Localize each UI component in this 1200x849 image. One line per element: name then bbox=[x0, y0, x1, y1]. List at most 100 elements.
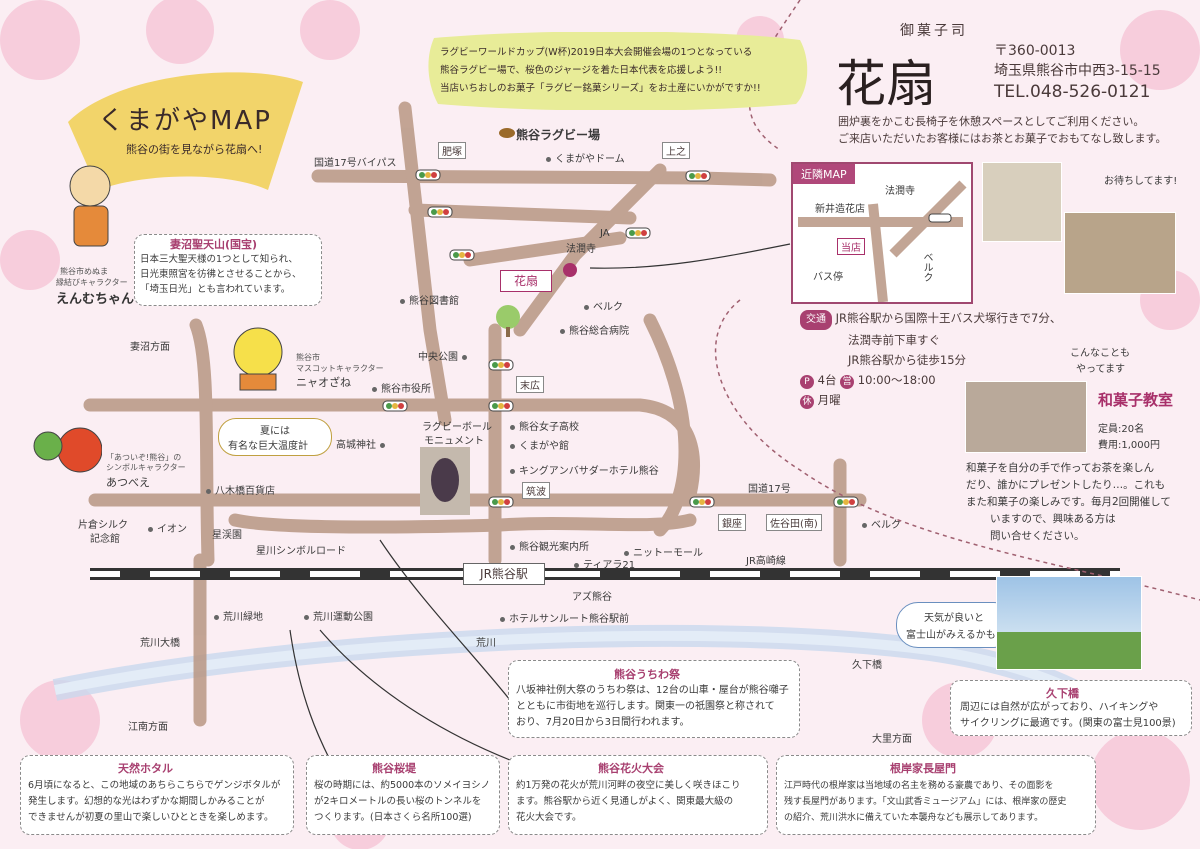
label-belc: ベルク bbox=[584, 298, 623, 313]
nearby-hojunji: 法潤寺 bbox=[885, 186, 915, 197]
label-hoshikawa-road: 星川シンボルロード bbox=[256, 546, 346, 557]
bubble-line-2: 熊谷ラグビー場で、桜色のジャージを着た日本代表を応援しよう!! bbox=[440, 65, 723, 76]
map-shop-logo: 花扇 bbox=[500, 270, 552, 292]
label-tsukuba: 筑波 bbox=[522, 482, 550, 499]
label-ja-text: JA bbox=[600, 228, 610, 239]
hotaru-body: 6月頃になると、この地域のあちらこちらでゲンジボタルが 発生します。幻想的な光は… bbox=[28, 778, 290, 826]
class-photo bbox=[965, 381, 1087, 453]
menuma-line-3: 「埼玉日光」とも言われています。 bbox=[140, 284, 291, 295]
uchiwa-title: 熊谷うちわ祭 bbox=[614, 668, 680, 681]
label-tourist: 熊谷観光案内所 bbox=[510, 538, 589, 553]
sakura-line-2: が2キロメートルの長い桜のトンネルを bbox=[314, 796, 482, 807]
sakura-body: 桜の時期には、約5000本のソメイヨシノ が2キロメートルの長い桜のトンネルを … bbox=[314, 778, 498, 826]
hotaru-title: 天然ホタル bbox=[118, 762, 173, 775]
class-description: 和菓子を自分の手で作ってお茶を楽しん だり、誰かにプレゼントしたり…。これも ま… bbox=[966, 460, 1190, 545]
label-monument-2: モニュメント bbox=[424, 436, 484, 447]
label-sunroute-text: ホテルサンルート熊谷駅前 bbox=[509, 614, 629, 625]
nyaozane-tag-1: 熊谷市 bbox=[296, 353, 320, 362]
hours-text: 10:00～18:00 bbox=[857, 373, 936, 387]
label-city-hall-text: 熊谷市役所 bbox=[381, 384, 431, 395]
kuge-card bbox=[950, 680, 1192, 736]
label-hizuka: 肥塚 bbox=[438, 142, 466, 159]
enmu-tag-2: 縁結びキャラクター bbox=[56, 278, 128, 287]
negishi-line-2: 残す長屋門があります。「文山武香ミュージアム」には、根岸家の歴史 bbox=[784, 797, 1067, 807]
title-fan-shape bbox=[68, 72, 303, 190]
hotaru-line-3: できませんが初夏の里山で楽しいひとときを楽しめます。 bbox=[28, 812, 274, 823]
shop-front-photo bbox=[982, 162, 1062, 242]
enmu-tag-1: 熊谷市めぬま bbox=[60, 267, 108, 276]
page-subtitle: 熊谷の街を見ながら花扇へ! bbox=[126, 143, 263, 156]
nearby-map: 近隣MAP 法潤寺 新井造花店 当店 バス停 ベルク bbox=[791, 162, 973, 304]
shop-postal: 〒360-0013 bbox=[994, 43, 1076, 59]
bubble-line-3: 当店いちおしのお菓子「ラグビー銘菓シリーズ」をお土産にいかがですか!! bbox=[440, 83, 761, 94]
class-desc-4: いますので、興味ある方は bbox=[990, 513, 1116, 525]
negishi-title: 根岸家長屋門 bbox=[890, 762, 956, 775]
access-line-3: JR熊谷駅から徒歩15分 bbox=[848, 353, 967, 367]
class-title: 和菓子教室 bbox=[1098, 391, 1174, 409]
label-arakawa-ryokuchi: 荒川緑地 bbox=[214, 608, 263, 623]
sakura-line-1: 桜の時期には、約5000本のソメイヨシノ bbox=[314, 780, 491, 791]
atsube-character bbox=[33, 427, 102, 473]
shop-address: 埼玉県熊谷市中西3-15-15 bbox=[994, 63, 1161, 79]
enmu-character bbox=[69, 165, 111, 247]
uchiwa-card bbox=[508, 660, 800, 738]
label-arakawa-park-text: 荒川運動公園 bbox=[313, 612, 373, 623]
label-hojunji-text: 法潤寺 bbox=[566, 244, 596, 255]
closed-text: 月曜 bbox=[817, 393, 841, 407]
hanabi-line-3: 花火大会です。 bbox=[516, 812, 582, 823]
menuma-line-2: 日光東照宮を彷彿とさせることから、 bbox=[140, 269, 302, 280]
menuma-line-1: 日本三大聖天様の1つとして知られ、 bbox=[140, 254, 298, 265]
shop-interior-photo bbox=[1064, 212, 1176, 294]
atsube-tag-2: シンボルキャラクター bbox=[106, 463, 186, 472]
enmu-name: えんむちゃん bbox=[56, 292, 135, 307]
fuji-bubble-2: 富士山がみえるかも? bbox=[906, 630, 1002, 641]
class-desc-3: また和菓子の楽しみです。毎月2回開催して bbox=[966, 496, 1171, 508]
thermometer-bubble bbox=[218, 418, 332, 456]
label-sunroute: ホテルサンルート熊谷駅前 bbox=[500, 610, 629, 625]
nearby-shop: 当店 bbox=[837, 238, 865, 255]
bubble-line-1: ラグビーワールドカップ(W杯)2019日本大会開催会場の1つとなっている bbox=[440, 47, 753, 58]
class-bubble-1: こんなことも bbox=[1070, 348, 1130, 359]
welcome-text: お待ちしてます! bbox=[1104, 176, 1178, 187]
access-line-1: JR熊谷駅から国際十王バス犬塚行きで7分、 bbox=[835, 311, 1062, 325]
access-line-2: 法潤寺前下車すぐ bbox=[848, 333, 940, 347]
class-bubble-2: やってます bbox=[1076, 364, 1125, 375]
nearby-busstop: バス停 bbox=[813, 272, 843, 283]
label-takasaki: JR高崎線 bbox=[746, 556, 786, 567]
class-desc-5: 問い合せください。 bbox=[990, 530, 1085, 542]
hanabi-line-2: ます。熊谷駅から近く見通しがよく、関東最大級の bbox=[516, 796, 734, 807]
label-ginza: 銀座 bbox=[718, 514, 746, 531]
label-route17: 国道17号 bbox=[748, 484, 791, 495]
nearby-arai: 新井造花店 bbox=[815, 204, 865, 215]
label-azu: アズ熊谷 bbox=[572, 592, 612, 603]
shop-kashi: 御菓子司 bbox=[900, 23, 968, 39]
class-fee: 費用:1,000円 bbox=[1098, 440, 1160, 451]
label-takagi-text: 高城神社 bbox=[336, 440, 376, 451]
closed-icon: 休 bbox=[800, 395, 814, 409]
negishi-body: 江戸時代の根岸家は当地域の名主を務める豪農であり、その面影を 残す長屋門がありま… bbox=[784, 778, 1094, 826]
label-bypass: 国道17号バイパス bbox=[314, 158, 397, 169]
kuge-body: 周辺には自然が広がっており、ハイキングや サイクリングに最適です。(関東の富士見… bbox=[960, 700, 1186, 732]
hotaru-card bbox=[20, 755, 294, 835]
page-title: くまがやMAP bbox=[98, 106, 272, 136]
parking-icon: P bbox=[800, 375, 814, 389]
negishi-line-3: の紹介、荒川洪水に備えていた本襲舟なども展示してあります。 bbox=[784, 813, 1044, 823]
hotaru-line-1: 6月頃になると、この地域のあちらこちらでゲンジボタルが bbox=[28, 780, 281, 791]
label-aeon-text: イオン bbox=[157, 524, 187, 535]
label-monument-1: ラグビーボール bbox=[422, 422, 492, 433]
shop-desc-1: 囲炉裏をかこむ長椅子を休憩スペースとしてご利用ください。 bbox=[838, 115, 1145, 128]
label-girls-hs-text: 熊谷女子高校 bbox=[519, 422, 579, 433]
nyaozane-tag-2: マスコットキャラクター bbox=[296, 364, 384, 373]
label-ambassador-text: キングアンバサダーホテル熊谷 bbox=[519, 466, 659, 477]
nyaozane-name: ニャオざね bbox=[296, 376, 351, 389]
kuge-title: 久下橋 bbox=[1046, 687, 1079, 700]
label-arakawa-park: 荒川運動公園 bbox=[304, 608, 373, 623]
label-girls-hs: 熊谷女子高校 bbox=[510, 418, 579, 433]
label-arakawa-bridge: 荒川大橋 bbox=[140, 638, 180, 649]
kuge-line-2: サイクリングに最適です。(関東の富士見100景) bbox=[960, 718, 1176, 729]
nearby-belc: ベルク bbox=[921, 252, 932, 282]
label-tiara: ティアラ21 bbox=[574, 556, 635, 571]
label-suehiro: 末広 bbox=[516, 376, 544, 393]
label-tiara-text: ティアラ21 bbox=[583, 560, 636, 571]
label-arakawa-ryokuchi-text: 荒川緑地 bbox=[223, 612, 263, 623]
